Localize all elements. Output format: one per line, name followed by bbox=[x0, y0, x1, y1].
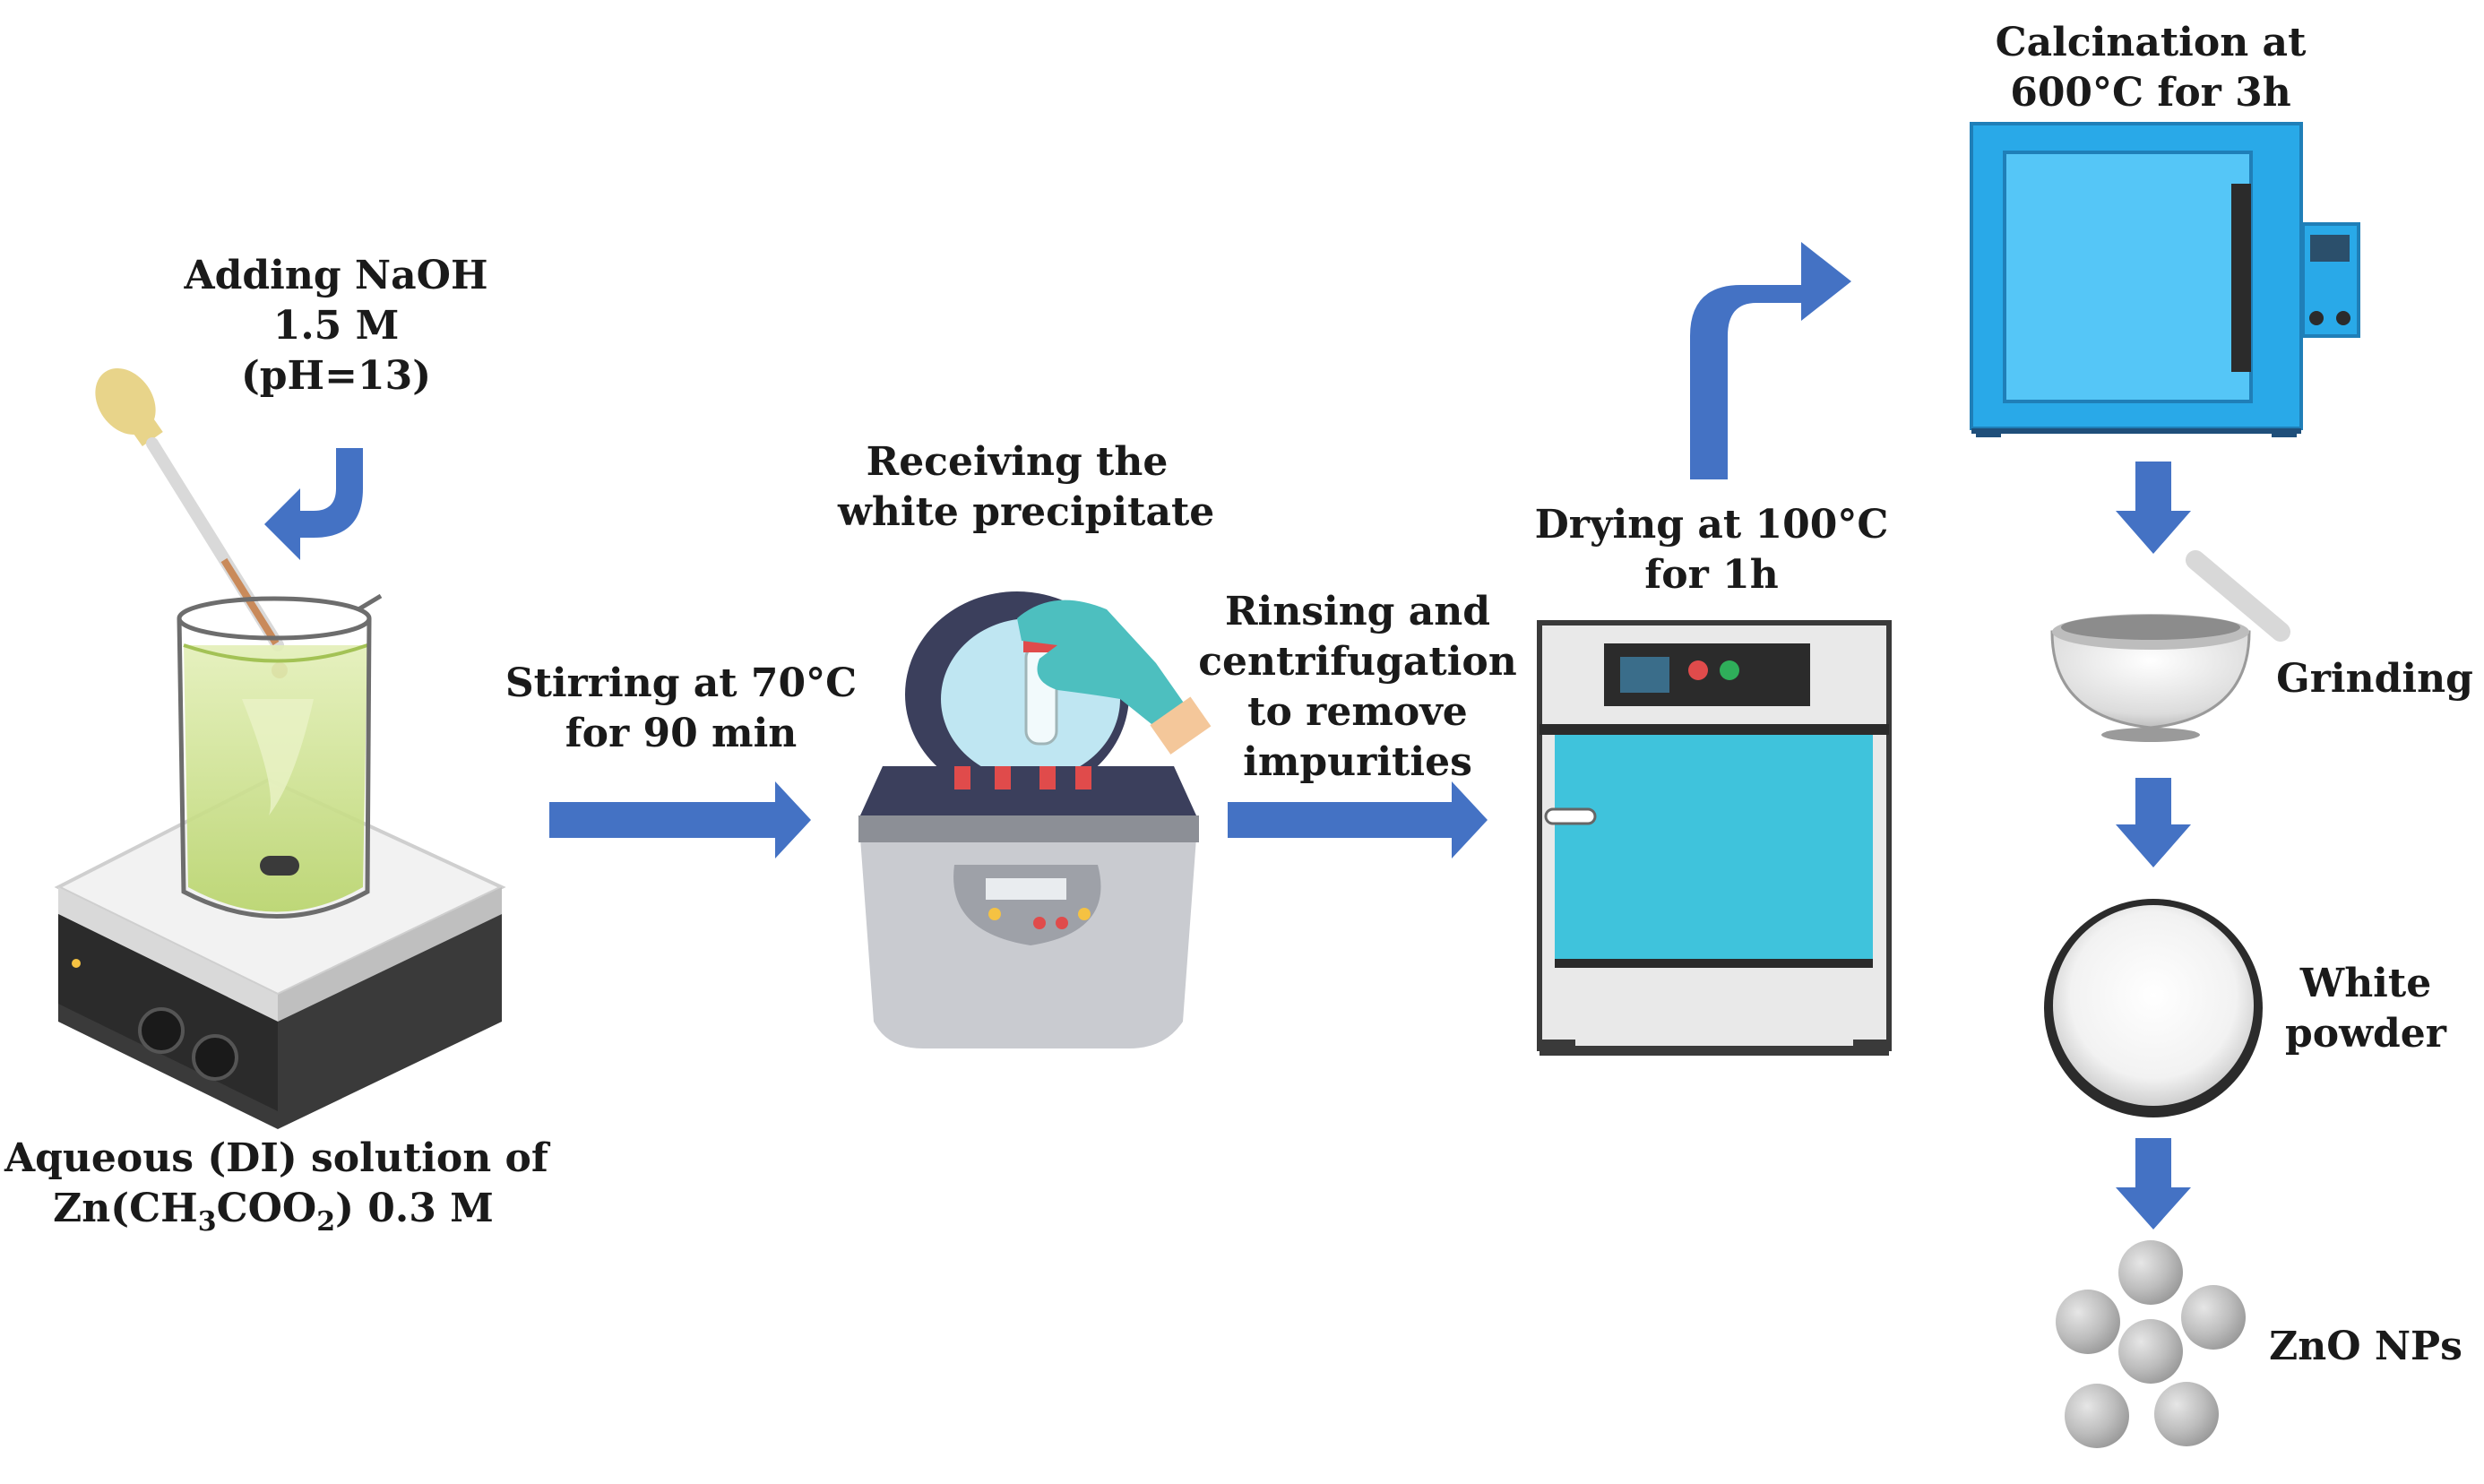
label-calcination: Calcination at 600°C for 3h bbox=[1962, 18, 2339, 118]
label-grinding-text: Grinding bbox=[2276, 656, 2473, 702]
arrow-down-3 bbox=[2116, 1138, 2191, 1229]
label-zno-text: ZnO NPs bbox=[2269, 1324, 2462, 1369]
label-adding-naoh: Adding NaOH 1.5 M (pH=13) bbox=[157, 251, 515, 401]
label-rinsing-line3: to remove bbox=[1247, 689, 1468, 735]
label-rinsing: Rinsing and centrifugation to remove imp… bbox=[1196, 587, 1519, 788]
label-aqueous-solution: Aqueous (DI) solution of Zn(CH3COO2) 0.3… bbox=[4, 1134, 548, 1247]
label-stirring-line1: Stirring at 70°C bbox=[505, 660, 858, 706]
formula-sub1: 3 bbox=[197, 1206, 217, 1238]
label-drying-line1: Drying at 100°C bbox=[1534, 502, 1889, 548]
bent-arrow-to-furnace bbox=[1690, 242, 1851, 479]
label-rinsing-line4: impurities bbox=[1243, 739, 1472, 785]
label-drying-line2: for 1h bbox=[1644, 552, 1779, 598]
oven-icon bbox=[1537, 620, 1892, 1056]
arrow-down-2 bbox=[2116, 778, 2191, 867]
formula-post: ) 0.3 M bbox=[335, 1186, 494, 1231]
label-solution-line2: Zn(CH3COO2) 0.3 M bbox=[4, 1184, 542, 1247]
arrow-stirring bbox=[549, 781, 811, 858]
hotplate-icon bbox=[54, 777, 506, 1129]
formula-pre: Zn(CH bbox=[53, 1186, 198, 1231]
glove-icon bbox=[1017, 600, 1187, 735]
label-white-powder: White powder bbox=[2276, 959, 2455, 1059]
furnace-icon bbox=[1970, 122, 2360, 437]
label-calcination-line1: Calcination at bbox=[1995, 20, 2307, 65]
arrow-down-1 bbox=[2116, 462, 2191, 554]
label-powder-line2: powder bbox=[2285, 1011, 2446, 1057]
label-stirring: Stirring at 70°C for 90 min bbox=[502, 659, 860, 759]
label-receiving-precipitate: Receiving the white precipitate bbox=[838, 437, 1215, 538]
formula-sub2: 2 bbox=[316, 1206, 336, 1238]
dropper-icon bbox=[95, 367, 288, 678]
label-rinsing-line2: centrifugation bbox=[1198, 639, 1517, 685]
label-powder-line1: White bbox=[2299, 961, 2432, 1006]
label-stirring-line2: for 90 min bbox=[565, 711, 798, 756]
curved-down-arrow-naoh bbox=[264, 448, 363, 560]
label-drying: Drying at 100°C for 1h bbox=[1532, 500, 1891, 600]
label-naoh-line2: 1.5 M bbox=[272, 303, 400, 349]
label-receiving-line2: white precipitate bbox=[838, 489, 1215, 535]
label-receiving-line1: Receiving the bbox=[866, 439, 1169, 485]
mortar-icon bbox=[2050, 550, 2290, 742]
label-calcination-line2: 600°C for 3h bbox=[2010, 70, 2291, 116]
centrifuge-icon bbox=[858, 591, 1212, 1048]
label-solution-line1: Aqueous (DI) solution of bbox=[4, 1135, 548, 1181]
label-naoh-line3: (pH=13) bbox=[240, 353, 432, 399]
label-rinsing-line1: Rinsing and bbox=[1224, 589, 1491, 634]
label-grinding: Grinding bbox=[2267, 654, 2482, 704]
nanoparticles-icon bbox=[2056, 1240, 2246, 1448]
label-naoh-line1: Adding NaOH bbox=[184, 253, 488, 298]
arrow-rinsing bbox=[1228, 781, 1488, 858]
label-zno-nps: ZnO NPs bbox=[2267, 1322, 2464, 1372]
formula-mid: COO bbox=[216, 1186, 317, 1231]
powder-icon bbox=[2044, 899, 2263, 1117]
beaker-icon bbox=[177, 593, 383, 919]
